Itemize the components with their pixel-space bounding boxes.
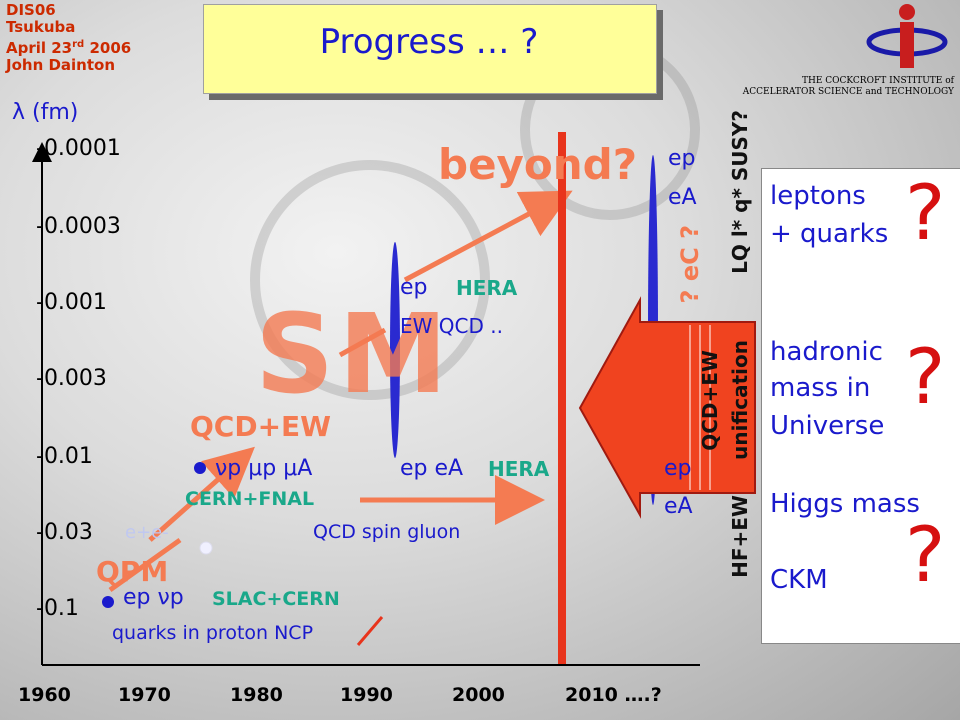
x-tick: 1970	[118, 684, 171, 706]
y-tick: -0.01	[36, 444, 93, 469]
conf-author: John Dainton	[6, 56, 116, 74]
dot-ee	[199, 541, 213, 555]
ea-top-label: eA	[668, 185, 697, 210]
hera-label: HERA	[488, 457, 550, 481]
quarks-label: + quarks	[770, 219, 889, 249]
institute-logo	[866, 4, 948, 68]
conf-location: Tsukuba	[6, 18, 76, 36]
ea-bottom-label: eA	[664, 494, 693, 519]
unification-label: unification	[728, 340, 752, 460]
higgs-mass-label: Higgs mass	[770, 489, 920, 519]
ep-bottom-label: ep	[664, 456, 692, 481]
now-line	[558, 132, 566, 664]
ep-hera-label: ep	[400, 275, 428, 300]
ckm-label: CKM	[770, 565, 828, 595]
question-mark: ?	[905, 332, 946, 421]
conference-info: DIS06 Tsukuba April 23rd 2006 John Daint…	[6, 2, 131, 74]
question-mark: ?	[905, 510, 946, 599]
ep-ea-label: ep eA	[400, 456, 464, 481]
y-tick: -0.0003	[36, 214, 121, 239]
qcd-ew-vertical-label: QCD+EW	[698, 350, 722, 451]
y-tick: -0.0001	[36, 136, 121, 161]
mass-in-label: mass in	[770, 373, 871, 403]
y-tick: -0.03	[36, 520, 93, 545]
background-dial	[250, 160, 490, 400]
title-box	[203, 4, 657, 94]
x-tick: 1960	[18, 684, 71, 706]
leptons-label: leptons	[770, 181, 866, 211]
y-tick: -0.003	[36, 366, 107, 391]
ep-nup-label: ep νp	[123, 585, 184, 610]
institute-name: THE COCKCROFT INSTITUTE of ACCELERATOR S…	[742, 76, 954, 97]
lq-susy-label: LQ l* q* SUSY?	[728, 110, 752, 274]
ee-label: e+e-	[125, 522, 169, 543]
x-tick: 2010 ….?	[565, 684, 662, 706]
arrow-qpm	[108, 537, 182, 593]
slac-cern-label: SLAC+CERN	[212, 588, 340, 610]
dot-ep	[102, 596, 114, 608]
qcd-spin-label: QCD spin gluon	[313, 521, 461, 543]
ew-qcd-label: EW QCD ..	[400, 314, 503, 338]
qpm-label: QPM	[96, 555, 169, 588]
hf-ew-label: HF+EW	[728, 495, 752, 578]
cern-fnal-label: CERN+FNAL	[185, 488, 315, 510]
conf-date: April 23rd 2006	[6, 39, 132, 57]
question-mark: ?	[905, 168, 946, 257]
x-tick: 2000	[452, 684, 505, 706]
dot-nup	[194, 462, 206, 474]
arrow-beyond	[403, 190, 573, 283]
qcd-ew-label: QCD+EW	[190, 410, 332, 443]
x-tick: 1980	[230, 684, 283, 706]
hera-label: HERA	[456, 276, 518, 300]
questions-panel	[761, 168, 960, 644]
beyond-label: beyond?	[438, 140, 638, 189]
arrow-sm	[338, 327, 387, 358]
eec-label: ? eC ?	[676, 225, 704, 304]
future-arrow	[578, 296, 756, 519]
quarks-in-proton-label: quarks in proton NCP	[112, 622, 314, 644]
arrow-qcd-ew	[148, 446, 255, 542]
y-axis-label: λ (fm)	[12, 100, 79, 125]
ep-top-label: ep	[668, 146, 696, 171]
y-tick: -0.001	[36, 290, 107, 315]
hadronic-label: hadronic	[770, 337, 883, 367]
ncp-strike	[356, 616, 384, 646]
nup-label: νp μp μA	[215, 456, 313, 481]
slide-title: Progress … ?	[319, 22, 539, 62]
conf-name: DIS06	[6, 1, 56, 19]
y-tick: -0.1	[36, 596, 79, 621]
x-tick: 1990	[340, 684, 393, 706]
sm-label: SM	[255, 290, 452, 418]
hera-ellipse	[390, 242, 400, 458]
universe-label: Universe	[770, 411, 885, 441]
